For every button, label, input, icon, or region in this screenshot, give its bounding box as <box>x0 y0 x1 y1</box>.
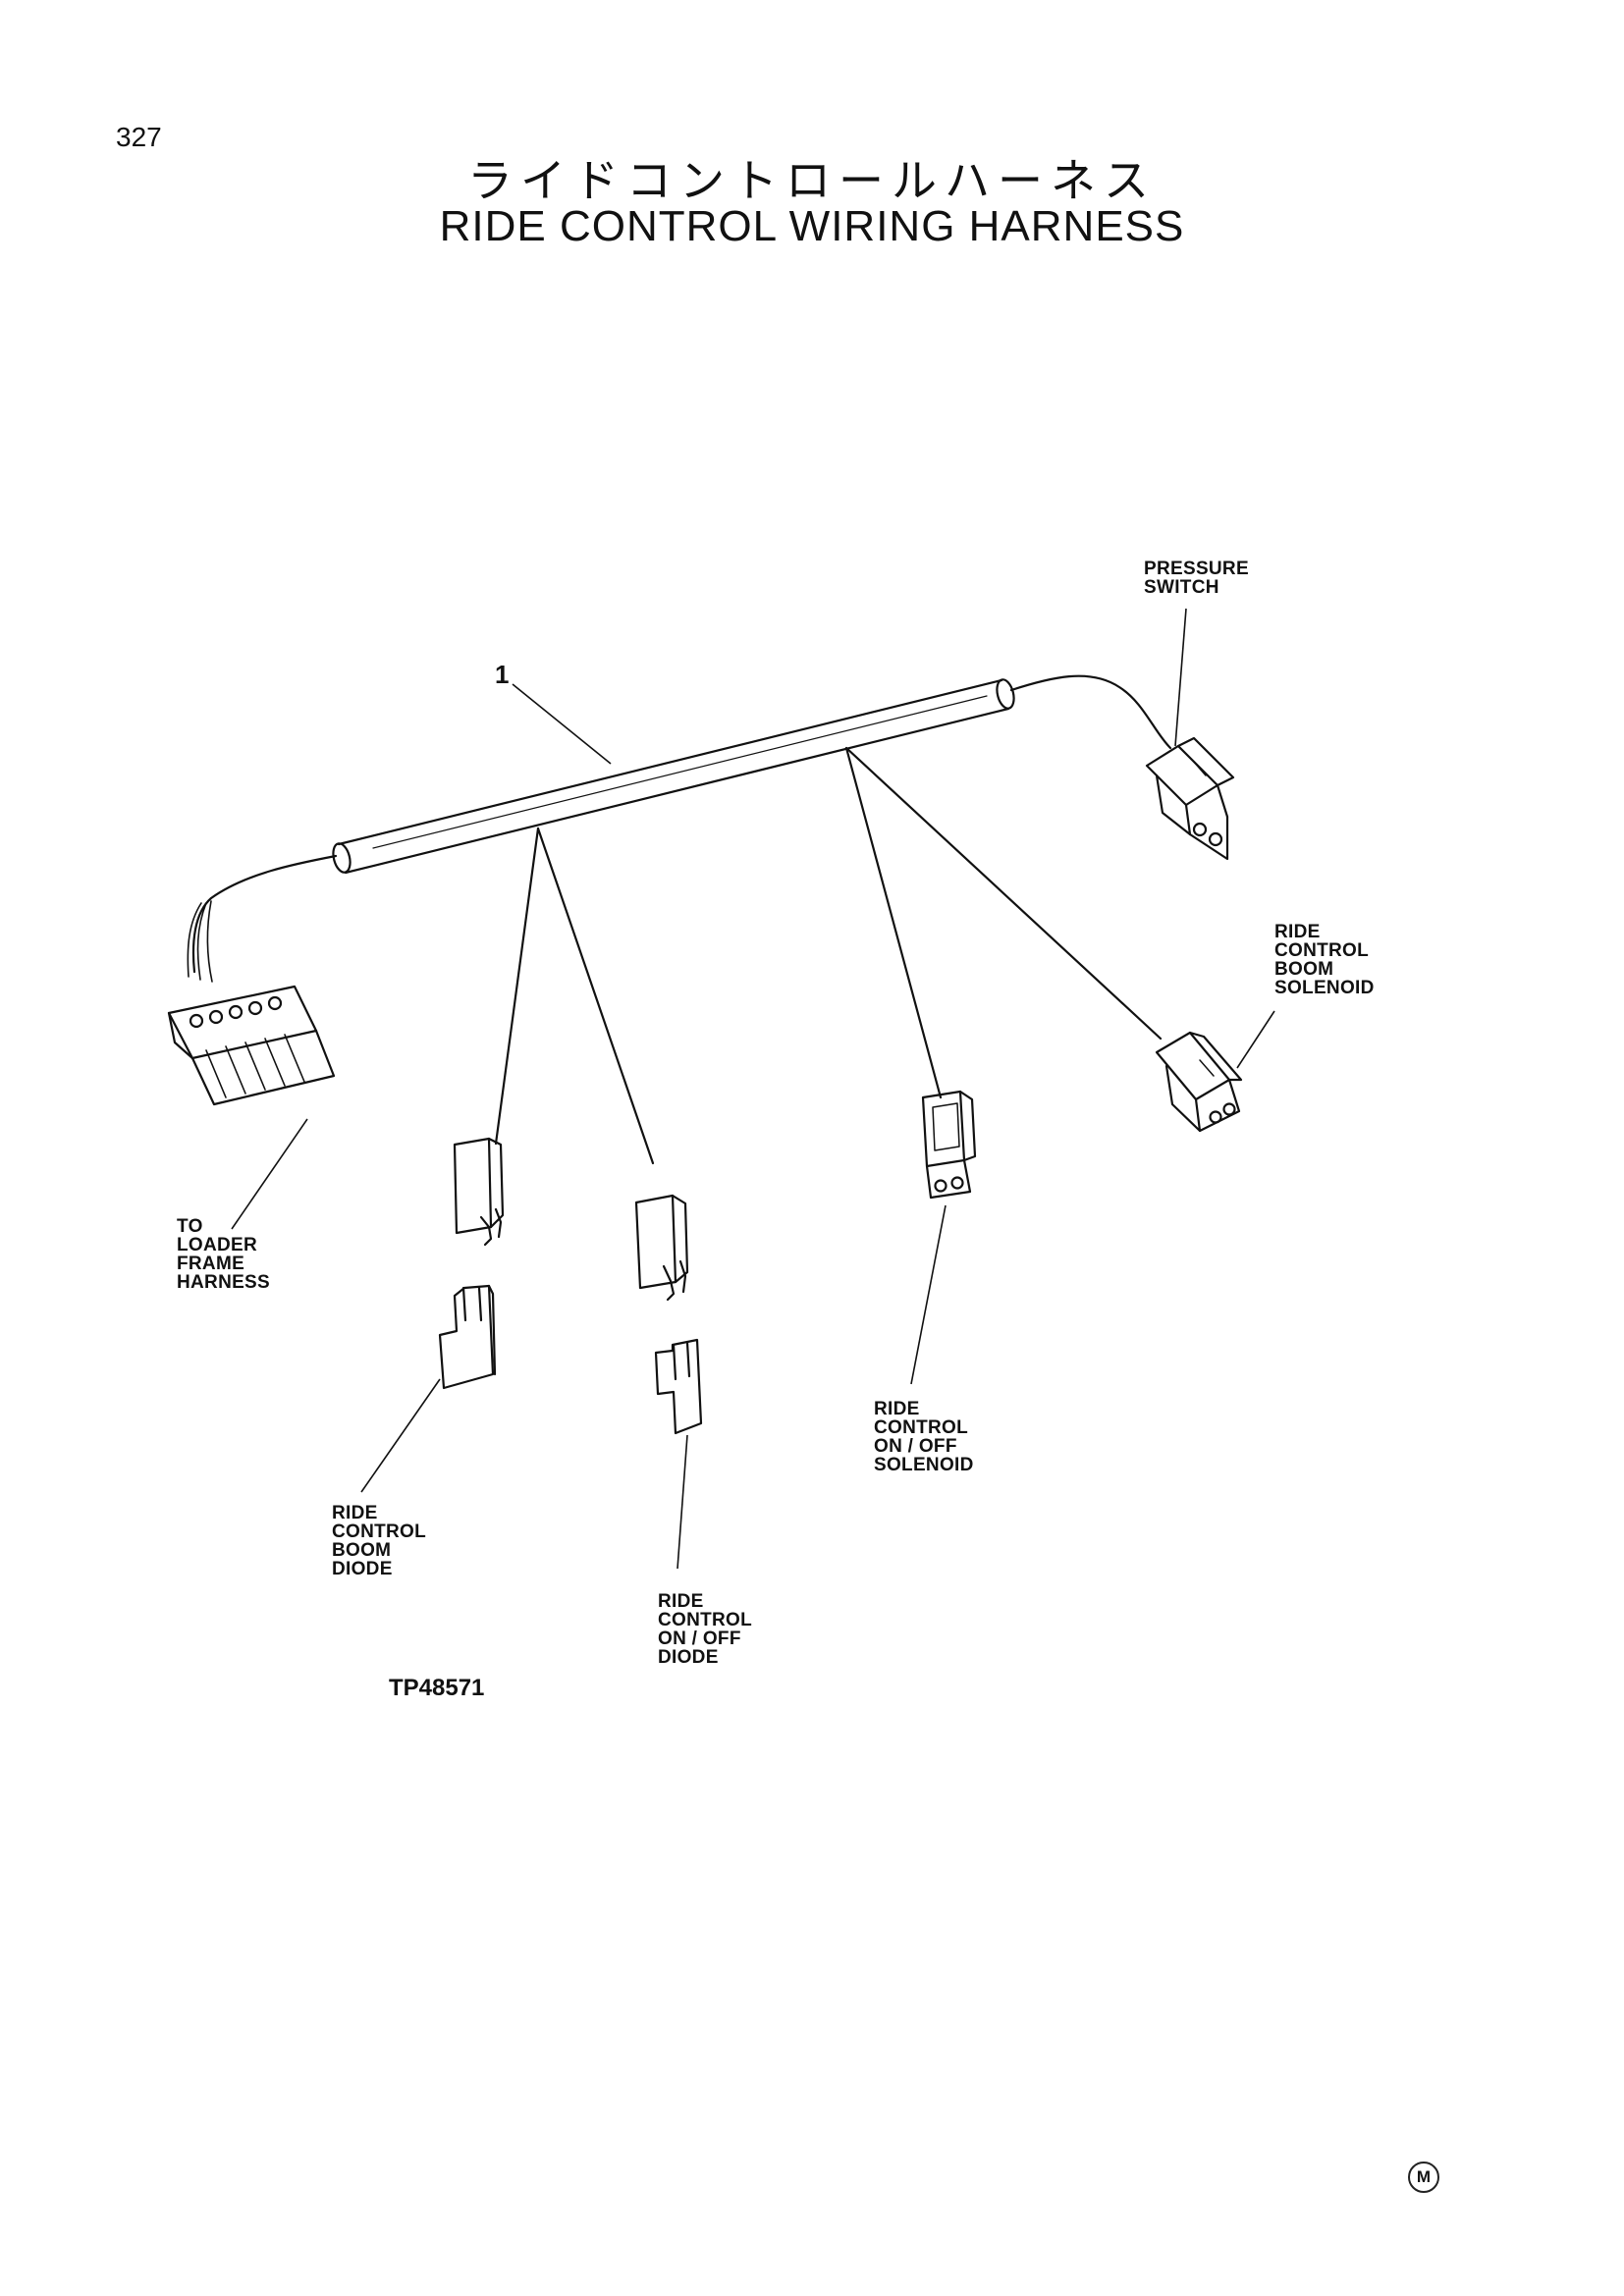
boom-solenoid-connector <box>1155 1031 1243 1133</box>
label-boom-diode: RIDE CONTROL BOOM DIODE <box>332 1503 427 1579</box>
title-english: RIDE CONTROL WIRING HARNESS <box>439 202 1185 250</box>
label-onoff-solenoid: RIDE CONTROL ON / OFF SOLENOID <box>874 1399 974 1475</box>
leader-onoff-solenoid <box>910 1204 947 1385</box>
label-onoff-diode: RIDE CONTROL ON / OFF DIODE <box>658 1591 753 1668</box>
leader-boom-solenoid <box>1236 1010 1275 1069</box>
wire-boom-diode <box>494 827 540 1146</box>
label-pressure-switch: PRESSURE SWITCH <box>1144 559 1249 598</box>
title-japanese: ライドコントロールハーネス <box>467 154 1157 207</box>
leader-pressure-switch <box>1174 608 1187 747</box>
loader-frame-connector <box>167 985 336 1106</box>
page-number: 327 <box>116 122 162 152</box>
leader-callout-1 <box>512 683 612 765</box>
onoff-diode-part <box>654 1338 703 1435</box>
boom-diode-plug <box>453 1137 505 1247</box>
leader-loader-frame <box>231 1118 308 1230</box>
onoff-solenoid-connector <box>921 1090 977 1200</box>
harness-sleeve <box>332 678 1015 875</box>
wire-pressure-switch <box>1009 674 1172 750</box>
wire-onoff-diode <box>536 827 655 1165</box>
leader-onoff-diode <box>677 1434 688 1570</box>
onoff-diode-plug <box>634 1194 689 1302</box>
wire-loader-frame <box>191 854 338 974</box>
figure-id: TP48571 <box>389 1675 485 1701</box>
boom-diode-part <box>438 1284 497 1390</box>
pressure-switch-connector <box>1145 736 1235 861</box>
m-mark-icon: M <box>1408 2162 1439 2193</box>
label-loader-frame: TO LOADER FRAME HARNESS <box>177 1216 271 1293</box>
wire-onoff-solenoid <box>844 746 943 1099</box>
callout-1: 1 <box>495 660 510 689</box>
leader-boom-diode <box>360 1378 441 1493</box>
label-boom-solenoid: RIDE CONTROL BOOM SOLENOID <box>1274 922 1375 998</box>
wire-boom-solenoid <box>844 746 1163 1041</box>
